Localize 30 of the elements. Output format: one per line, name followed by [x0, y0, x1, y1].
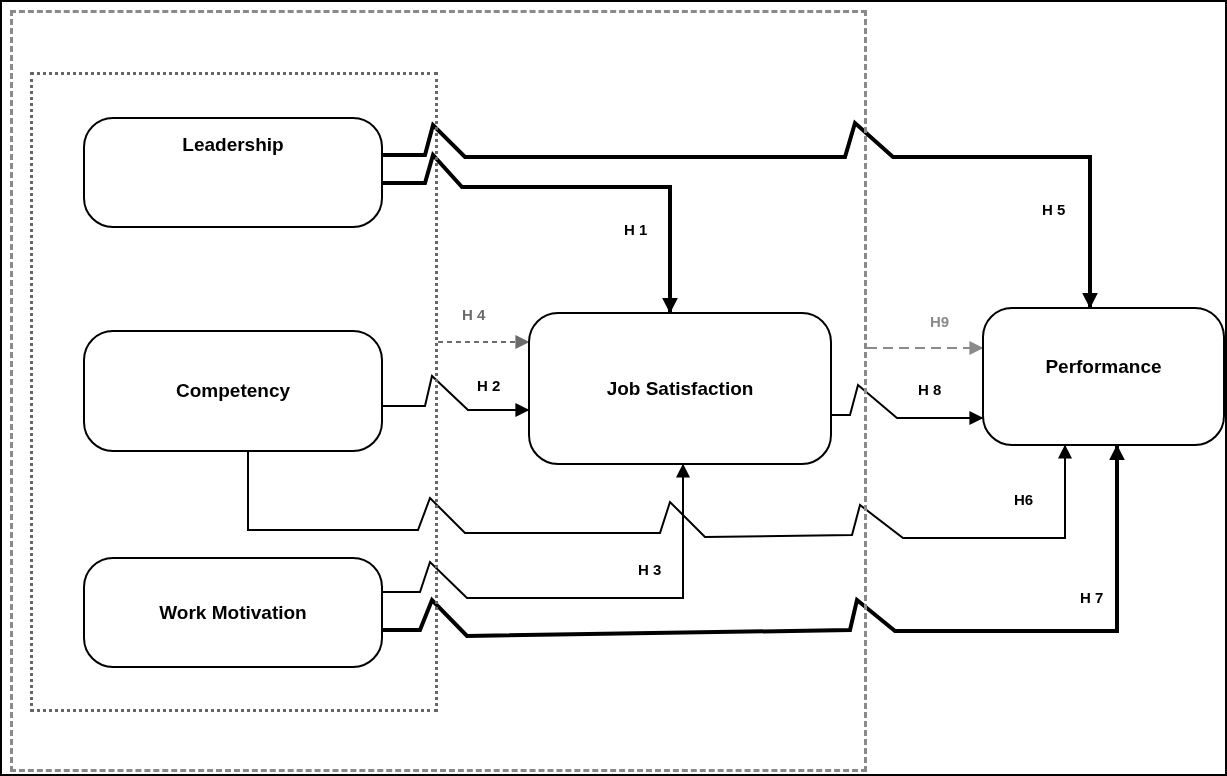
arrow — [866, 341, 984, 355]
construct-box — [83, 557, 383, 668]
edge-label: H6 — [1012, 492, 1036, 507]
edge-label: H 5 — [1040, 202, 1068, 217]
edge-label: H9 — [928, 314, 952, 329]
arrow — [383, 444, 1125, 638]
edge-label: H 4 — [460, 307, 488, 322]
construct-box — [83, 330, 383, 452]
construct-label: Competency — [175, 379, 291, 403]
arrow — [382, 463, 690, 599]
construct-label: Leadership — [181, 133, 285, 157]
construct-label: Performance — [1044, 355, 1163, 379]
construct-label: Work Motivation — [158, 600, 308, 625]
dashed-group-frame — [10, 10, 867, 772]
construct-box — [982, 307, 1225, 446]
construct-box — [83, 117, 383, 228]
edge-label: H 3 — [636, 562, 664, 577]
arrow — [383, 119, 1098, 309]
construct-box — [528, 312, 832, 465]
arrow — [437, 335, 530, 349]
arrow — [831, 383, 984, 425]
dotted-group-frame — [30, 72, 438, 712]
arrow — [383, 151, 678, 314]
edge-label: H 1 — [622, 222, 650, 237]
edge-label: H 7 — [1078, 590, 1106, 605]
construct-label: Job Satisfaction — [605, 376, 755, 401]
arrow — [382, 374, 530, 417]
arrow — [247, 444, 1072, 539]
edge-label: H 8 — [916, 382, 944, 397]
edge-label: H 2 — [475, 378, 503, 393]
